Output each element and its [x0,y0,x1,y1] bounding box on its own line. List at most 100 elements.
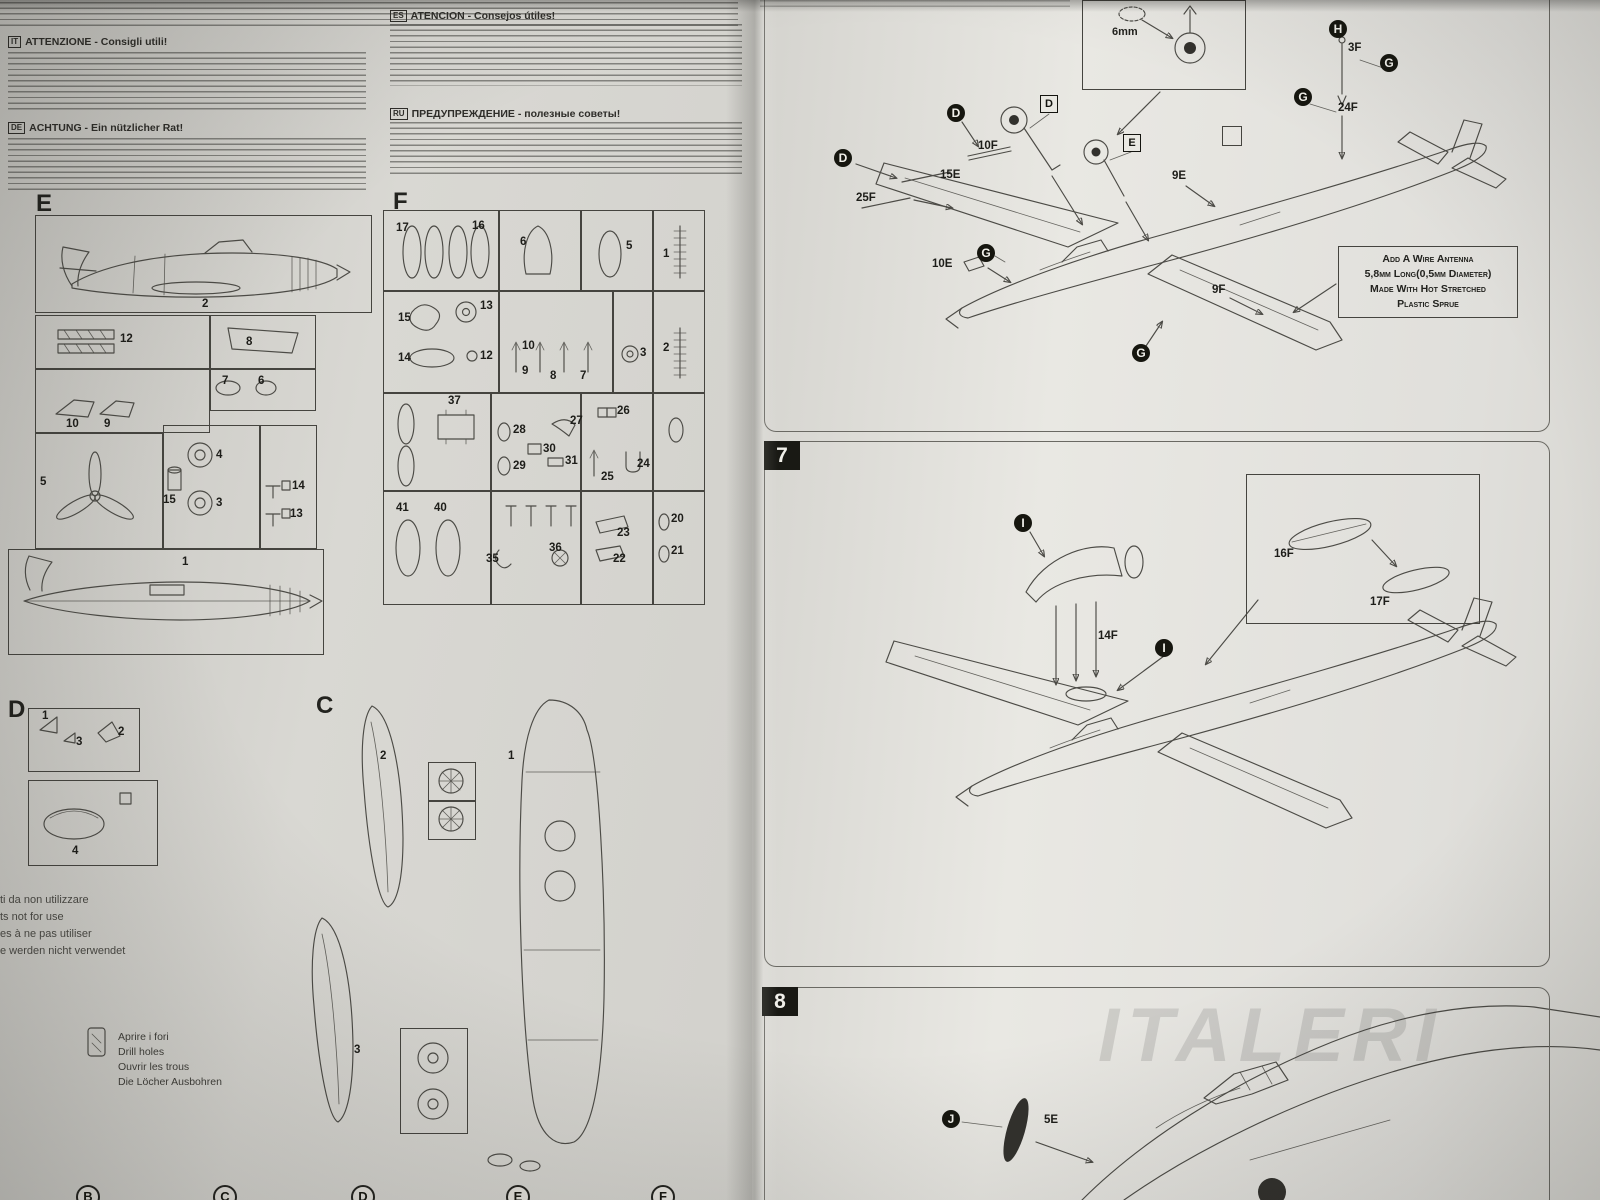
sprue-e-box-fuselage [35,215,372,313]
sprue-f-cell [580,392,654,492]
note-line: Drill holes [118,1046,165,1058]
step-8-badge: 8 [762,987,798,1016]
note-line: e werden nicht verwendet [0,945,126,957]
lang-badge-ru: RU [390,108,408,120]
sprue-f-cell [490,490,582,605]
sprue-e-part-7 [215,380,241,396]
step-7-frame [764,441,1550,967]
sprue-f-cell [580,490,654,605]
antenna-note-line: 5,8mm Long(0,5mm Diameter) [1364,268,1492,280]
small-clear-parts [487,1153,541,1172]
wing-full-plan [519,699,605,1144]
right-page [752,0,1600,1200]
warning-body-it [8,52,366,110]
sprue-e-box-propeller [35,433,163,549]
sprue-e-box-8 [210,315,316,369]
sprue-f-cell [652,490,705,605]
sprue-e-part-10 [55,399,95,418]
sprue-f-cell [612,290,654,394]
antenna-note: Add A Wire Antenna 5,8mm Long(0,5mm Diam… [1338,246,1518,318]
sprue-f-cell [383,392,492,492]
sprue-f-cell [652,290,705,394]
step-6-frame [764,0,1550,432]
measure-label: 6mm [1112,26,1138,38]
lang-badge-de: DE [8,122,26,134]
radiator-box-1 [428,762,476,802]
note-line: Ouvrir les trous [118,1061,190,1073]
warning-title-es: ATENCION - Consejos útiles! [410,10,556,22]
sprue-e-part-6 [255,380,277,396]
warning-title-it: ATTENZIONE - Consigli utili! [25,36,168,48]
sprue-e-box-wheels [163,425,260,549]
drill-icon [87,1027,106,1057]
warning-body-ru [390,122,742,178]
note-line: ts not for use [0,911,64,923]
step-8-frame [764,987,1550,1200]
sprue-e-fuselage-side-view [59,239,351,298]
sprue-f-cell [580,210,654,292]
sprue-e-box-strips [35,315,210,369]
not-for-use-note: ti da non utilizzare ts not for use es à n… [0,892,125,960]
top-cutoff-text [0,2,738,26]
sprue-e-box-bottom [8,549,324,655]
warning-heading-de: DE ACHTUNG - Ein nützlicher Rat! [8,122,183,134]
section-label-f: F [393,188,408,215]
sprue-e-fuselage-bottom-view [23,555,323,621]
sprue-f-cell [383,490,492,605]
sprue-e-box-canopies [35,369,210,433]
sprue-f-cell [498,290,614,394]
sprue-e-connectors [265,480,291,527]
sprue-e-box-7-6 [210,369,316,411]
warning-heading-it: IT ATTENZIONE - Consigli utili! [8,36,167,48]
symbol-box [1222,126,1242,146]
sprue-e-box-connectors [260,425,317,549]
sprue-d-parts [39,716,132,840]
wheels-pair [417,1042,449,1120]
sprue-d-box-2 [28,780,158,866]
landing-gear-inset [1118,5,1206,64]
note-line: es à ne pas utiliser [0,928,92,940]
step7-parts-and-leaders [1025,517,1450,702]
sprue-f-cell [490,392,582,492]
antenna-note-line: Plastic Sprue [1397,298,1459,310]
step8-aircraft-partial [961,1005,1600,1200]
step6-parts-and-leaders [855,36,1390,347]
note-line: ti da non utilizzare [0,894,89,906]
left-page [0,0,752,1200]
note-line: Die Löcher Ausbohren [118,1076,222,1088]
wheel-box [400,1028,468,1134]
lang-badge-it: IT [8,36,22,48]
top-cutoff-text-right [760,0,1070,9]
sprue-f-cell [498,210,582,292]
sprue-e-wheels [167,442,213,516]
section-label-e: E [36,190,53,217]
sprue-f-cell [652,392,705,492]
warning-title-de: ACHTUNG - Ein nützlicher Rat! [29,122,184,134]
warning-heading-ru: RU ПРЕДУПРЕЖДЕНИЕ - полезные советы! [390,108,620,120]
warning-heading-es: ES ATENCION - Consejos útiles! [390,10,555,22]
radiator-grilles [438,768,464,832]
radiator-box-2 [428,800,476,840]
sprue-e-part-8 [227,327,299,354]
sprue-e-part-9 [99,400,135,418]
propeller-icon [56,451,134,520]
step-7-badge: 7 [764,441,800,470]
antenna-note-line: Add A Wire Antenna [1382,253,1474,265]
sprue-f-cell [652,210,705,292]
wing-parts-inset-box [1246,474,1480,624]
sprue-f-cell [383,290,500,394]
sprue-e-strips [57,329,115,354]
warning-title-ru: ПРЕДУПРЕЖДЕНИЕ - полезные советы! [411,108,621,120]
antenna-note-line: Made With Hot Stretched [1370,283,1486,295]
section-label-c: C [316,692,334,719]
section-label-d: D [8,696,26,723]
sprue-f-parts [395,225,687,577]
gear-inset-box [1082,0,1246,90]
warning-body-es [390,24,742,86]
wing-half-lower [311,917,354,1123]
sprue-f-cell [383,210,500,292]
note-line: Aprire i fori [118,1031,169,1043]
sprue-d-box-1 [28,708,140,772]
